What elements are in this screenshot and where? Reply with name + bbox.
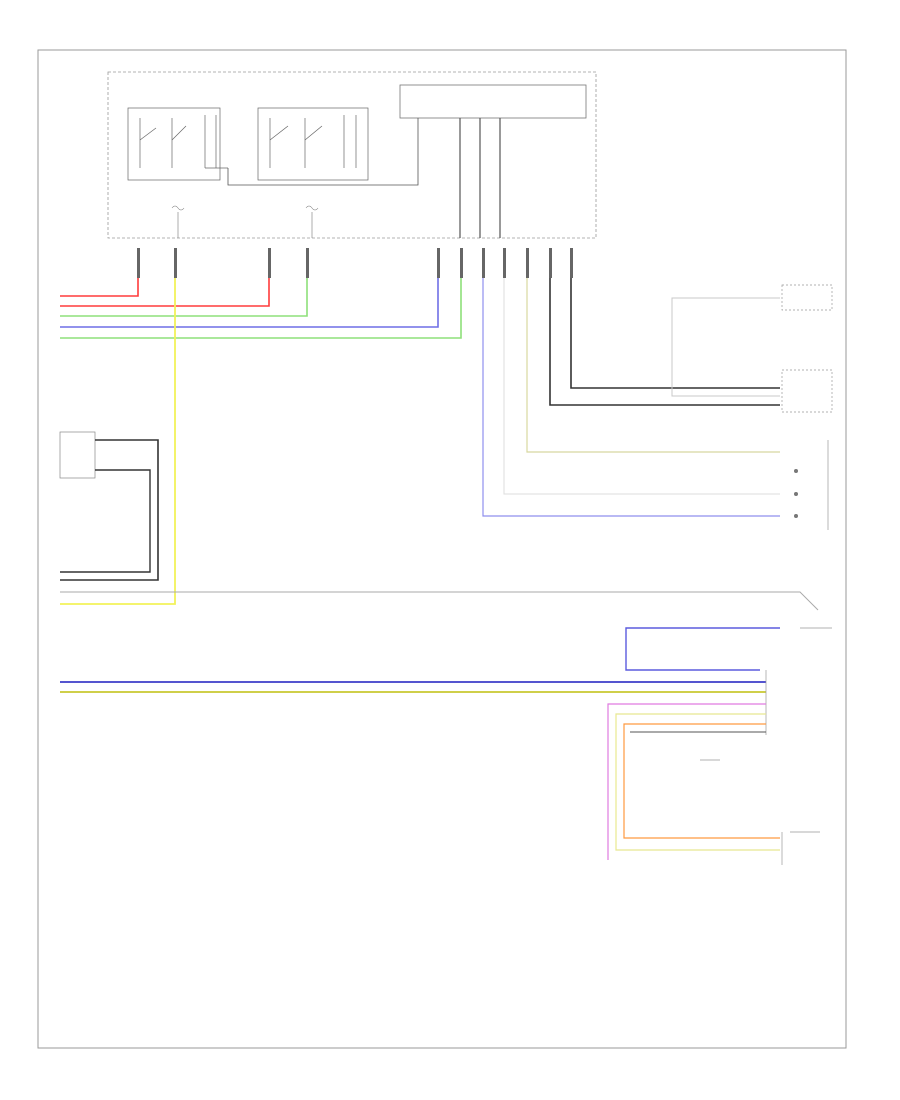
wire-black-left-2	[60, 469, 151, 573]
wire-yellow-long	[60, 278, 176, 605]
wire-blue-loop	[625, 627, 780, 671]
wire-black-2	[549, 278, 780, 406]
left-switch-symbol	[139, 115, 228, 169]
page-frame	[37, 49, 847, 1049]
wire-blue-1	[60, 278, 439, 328]
wire-violet	[607, 703, 766, 860]
module-stubs	[459, 118, 501, 238]
wire-red-1	[60, 278, 139, 297]
wire-gray-loop	[671, 297, 780, 397]
right-switch-outline	[257, 107, 369, 181]
wire-yellow-stack	[615, 713, 780, 851]
right-switch-symbol	[269, 115, 357, 168]
wire-yellow-bulb	[526, 278, 780, 453]
top-right-component	[781, 284, 833, 311]
wire-black-1	[570, 278, 780, 389]
internal-ground-bus	[227, 118, 419, 186]
wire-orange-stack	[623, 723, 780, 839]
middle-right-component	[781, 369, 833, 413]
module-connector-block	[399, 84, 587, 119]
fuse-left	[171, 205, 185, 238]
wire-black-left-1	[60, 439, 159, 581]
left-component	[59, 431, 96, 479]
central-module-outline	[107, 71, 597, 239]
wire-white-bulb	[503, 278, 780, 495]
module-terminals	[137, 248, 573, 278]
wire-green-1	[60, 278, 308, 317]
wire-gray-stop	[60, 591, 819, 611]
wire-green-2	[60, 278, 462, 339]
left-switch-outline	[127, 107, 221, 181]
bulb-icons	[794, 469, 798, 518]
wire-blue-bulb	[482, 278, 780, 517]
fuse-right	[305, 205, 319, 238]
wire-red-2	[60, 278, 270, 307]
